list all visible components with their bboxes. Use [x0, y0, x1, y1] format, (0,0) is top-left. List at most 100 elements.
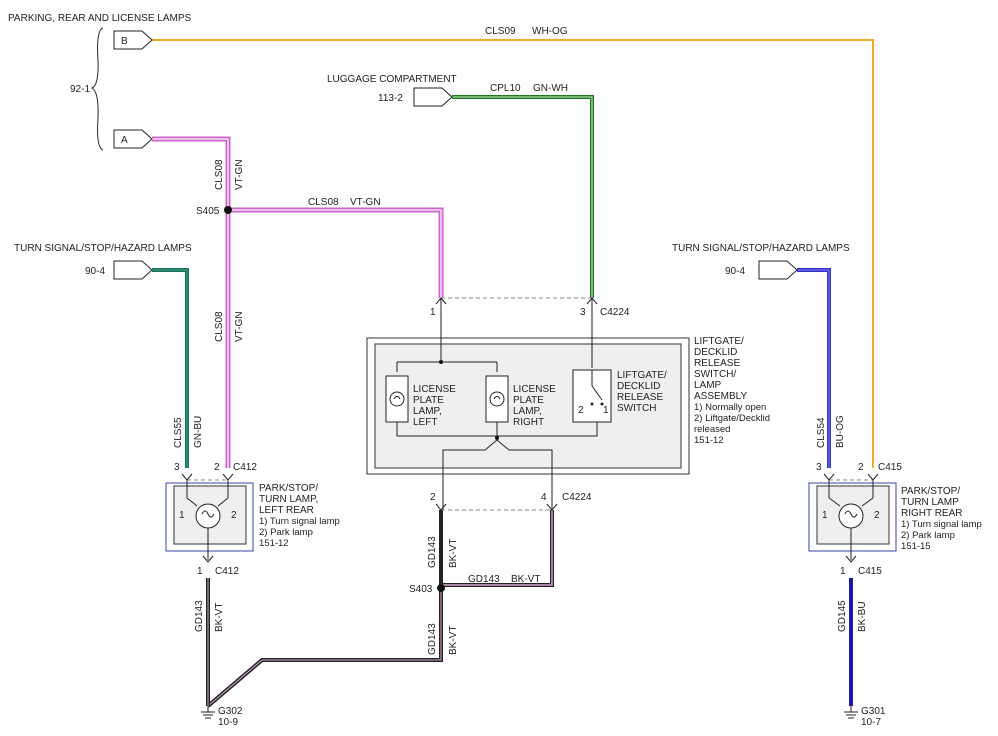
- wire-label-gd143-lower: GD143: [427, 623, 438, 655]
- svg-text:2) Park lamp: 2) Park lamp: [901, 530, 955, 541]
- wire-label-bk-vt-upper: BK-VT: [448, 539, 459, 568]
- svg-text:1) Turn signal lamp: 1) Turn signal lamp: [259, 516, 340, 527]
- liftgate-assembly: LICENSE PLATE LAMP, LEFT LICENSE PLATE L…: [366, 298, 690, 510]
- svg-text:LAMP: LAMP: [694, 380, 722, 391]
- wire-label-gd145: GD145: [837, 600, 848, 632]
- wire-label-gd143-left: GD143: [194, 600, 205, 632]
- wire-label-cls08-mid: CLS08: [214, 311, 225, 342]
- svg-text:2: 2: [231, 510, 237, 521]
- svg-text:2) Park lamp: 2) Park lamp: [259, 527, 313, 538]
- wire-cls08-vt-gn: [152, 136, 444, 468]
- svg-text:2: 2: [858, 462, 864, 473]
- svg-text:B: B: [121, 36, 128, 47]
- connector-label-c415-top: C415: [878, 462, 902, 473]
- wire-label-wh-og: WH-OG: [532, 26, 568, 37]
- svg-text:1: 1: [430, 307, 436, 318]
- wire-gd143-bk-vt: [206, 510, 554, 708]
- wire-label-vt-gn-horiz: VT-GN: [350, 197, 381, 208]
- connector-flag-turn-right: [758, 260, 798, 280]
- park-stop-turn-lamp-left-rear: 3 2 C412 1 2 1 C412: [165, 462, 257, 577]
- ground-g301: G301 10-7: [844, 706, 886, 728]
- svg-text:TURN LAMP: TURN LAMP: [901, 497, 959, 508]
- svg-text:LIFTGATE/: LIFTGATE/: [617, 370, 667, 381]
- connector-label-c412-top: C412: [233, 462, 257, 473]
- wire-label-cls08-top: CLS08: [214, 159, 225, 190]
- splice-s403: S403: [409, 584, 433, 595]
- svg-text:1: 1: [603, 405, 609, 416]
- connector-label-c4224-bottom: C4224: [562, 492, 592, 503]
- svg-text:G302: G302: [218, 706, 243, 717]
- svg-text:LICENSE: LICENSE: [513, 384, 556, 395]
- svg-text:PLATE: PLATE: [513, 395, 544, 406]
- connector-c4224-bottom: 2 4 C4224: [430, 492, 592, 511]
- splice-s403-dot: [437, 584, 445, 592]
- note-turn-right: TURN SIGNAL/STOP/HAZARD LAMPS: [672, 243, 850, 254]
- wire-label-bk-vt-horiz: BK-VT: [511, 574, 540, 585]
- svg-text:G301: G301: [861, 706, 886, 717]
- svg-text:3: 3: [174, 462, 180, 473]
- svg-text:2: 2: [874, 510, 880, 521]
- liftgate-assembly-label: LIFTGATE/ DECKLID RELEASE SWITCH/ LAMP A…: [694, 336, 770, 446]
- svg-text:1) Normally open: 1) Normally open: [694, 402, 766, 413]
- svg-text:151-15: 151-15: [901, 541, 931, 552]
- ref-92-1: 92-1: [70, 84, 90, 95]
- svg-text:LEFT REAR: LEFT REAR: [259, 505, 314, 516]
- ground-g302: G302 10-9: [201, 706, 243, 728]
- wire-label-bk-vt-lower: BK-VT: [448, 626, 459, 655]
- ref-90-4-left: 90-4: [85, 266, 105, 277]
- splice-s405: S405: [196, 206, 220, 217]
- note-parking-rear-license: PARKING, REAR AND LICENSE LAMPS: [8, 13, 192, 24]
- license-plate-lamp-left: LICENSE PLATE LAMP, LEFT: [385, 375, 456, 428]
- connector-flag-luggage: [413, 87, 453, 107]
- wire-label-gd143-horiz: GD143: [468, 574, 500, 585]
- wire-cls55-gn-bu: [152, 268, 189, 468]
- wire-label-gd143-upper: GD143: [427, 536, 438, 568]
- wire-cls09-wh-og: [152, 39, 874, 468]
- svg-text:PARK/STOP/: PARK/STOP/: [259, 483, 318, 494]
- svg-text:2: 2: [578, 405, 584, 416]
- svg-text:1: 1: [179, 510, 185, 521]
- svg-text:SWITCH: SWITCH: [617, 403, 656, 414]
- svg-text:RELEASE: RELEASE: [694, 358, 740, 369]
- svg-text:3: 3: [580, 307, 586, 318]
- svg-text:PARK/STOP/: PARK/STOP/: [901, 486, 960, 497]
- svg-text:released: released: [694, 424, 730, 435]
- right-rear-lamp-label: PARK/STOP/ TURN LAMP RIGHT REAR 1) Turn …: [901, 486, 982, 552]
- splice-s405-dot: [224, 206, 232, 214]
- wire-label-gn-wh: GN-WH: [533, 83, 568, 94]
- svg-text:2) Liftgate/Decklid: 2) Liftgate/Decklid: [694, 413, 770, 424]
- wire-label-gn-bu: GN-BU: [193, 416, 204, 448]
- ref-90-4-right: 90-4: [725, 266, 745, 277]
- connector-flag-b: B: [113, 30, 153, 50]
- svg-text:LICENSE: LICENSE: [413, 384, 456, 395]
- wire-label-cls09: CLS09: [485, 26, 516, 37]
- svg-text:SWITCH/: SWITCH/: [694, 369, 736, 380]
- connector-label-c412-bottom: C412: [215, 566, 239, 577]
- svg-text:3: 3: [816, 462, 822, 473]
- svg-text:ASSEMBLY: ASSEMBLY: [694, 391, 747, 402]
- svg-text:RELEASE: RELEASE: [617, 392, 663, 403]
- svg-text:RIGHT: RIGHT: [513, 417, 544, 428]
- svg-text:151-12: 151-12: [694, 435, 724, 446]
- svg-text:A: A: [121, 135, 128, 146]
- svg-text:RIGHT REAR: RIGHT REAR: [901, 508, 963, 519]
- svg-text:10-9: 10-9: [218, 717, 238, 728]
- connector-label-c4224-top: C4224: [600, 307, 630, 318]
- svg-text:1: 1: [840, 566, 846, 577]
- svg-text:LAMP,: LAMP,: [513, 406, 542, 417]
- left-rear-lamp-label: PARK/STOP/ TURN LAMP, LEFT REAR 1) Turn …: [259, 483, 340, 549]
- wire-label-bu-og: BU-OG: [835, 415, 846, 448]
- wire-label-bk-bu: BK-BU: [857, 601, 868, 632]
- connector-c4224-top: 1 3 C4224: [430, 297, 630, 318]
- svg-text:LEFT: LEFT: [413, 417, 437, 428]
- svg-text:2: 2: [430, 492, 436, 503]
- svg-text:4: 4: [541, 492, 547, 503]
- wire-label-bk-vt-left: BK-VT: [214, 603, 225, 632]
- ref-113-2: 113-2: [378, 93, 403, 104]
- wire-label-vt-gn-top: VT-GN: [234, 159, 245, 190]
- svg-text:DECKLID: DECKLID: [694, 347, 737, 358]
- wire-label-vt-gn-mid: VT-GN: [234, 311, 245, 342]
- wire-cls54-bu-og: [797, 268, 831, 468]
- svg-text:LIFTGATE/: LIFTGATE/: [694, 336, 744, 347]
